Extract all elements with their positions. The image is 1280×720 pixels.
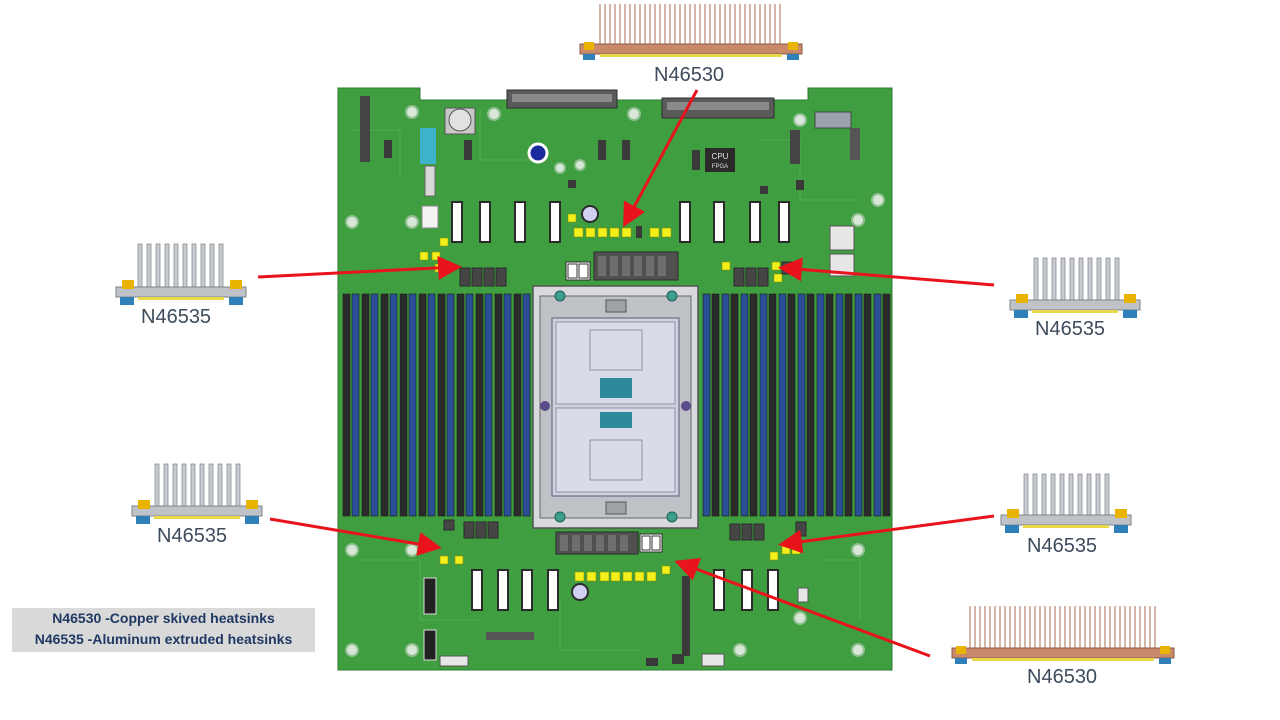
arrow-bottom-copper (674, 558, 931, 658)
left-pin-header (360, 96, 370, 162)
aluminum-heatsink-upper-left (115, 243, 247, 305)
dimm-slots-right (702, 293, 891, 517)
copper-heatsink-top (579, 4, 803, 60)
arrow-upper-left (257, 255, 462, 280)
blue-capacitor (527, 142, 549, 164)
label-lower-left-aluminum: N46535 (157, 525, 228, 547)
top-right-connector (814, 111, 852, 129)
aluminum-heatsink-lower-left (131, 463, 263, 524)
svg-text:CPU: CPU (712, 152, 729, 161)
coin-battery (444, 107, 476, 135)
legend-copper: N46530 -Copper skived heatsinks (52, 610, 275, 626)
cyan-connector (420, 128, 436, 164)
label-upper-left-aluminum: N46535 (141, 306, 212, 328)
lower-slot-row (471, 569, 779, 611)
arrow-lower-left (269, 517, 442, 556)
label-upper-right-aluminum: N46535 (1035, 318, 1106, 340)
fpga-chip (705, 148, 735, 172)
upper-inductor-strip (565, 251, 679, 281)
legend-aluminum: N46535 -Aluminum extruded heatsinks (34, 631, 293, 647)
cpu-socket (532, 285, 699, 529)
copper-heatsink-bottom (951, 606, 1175, 664)
arrow-lower-right (778, 514, 995, 554)
label-bottom-copper: N46530 (1027, 666, 1098, 688)
callout-arrows (257, 89, 995, 658)
label-lower-right-aluminum: N46535 (1027, 535, 1098, 557)
svg-text:FPGA: FPGA (712, 164, 728, 170)
motherboard: CPU FPGA (337, 87, 893, 671)
label-top-copper: N46530 (654, 64, 725, 86)
lower-inductor-strip (555, 531, 663, 555)
aluminum-heatsink-upper-right (1009, 257, 1141, 318)
legend-box: N46530 -Copper skived heatsinks N46535 -… (12, 608, 315, 652)
arrow-upper-right (778, 257, 995, 287)
dimm-slots-left (342, 293, 531, 517)
aluminum-heatsink-lower-right (1000, 473, 1132, 533)
upper-slot-row (451, 201, 790, 243)
arrow-top-copper (623, 89, 699, 228)
